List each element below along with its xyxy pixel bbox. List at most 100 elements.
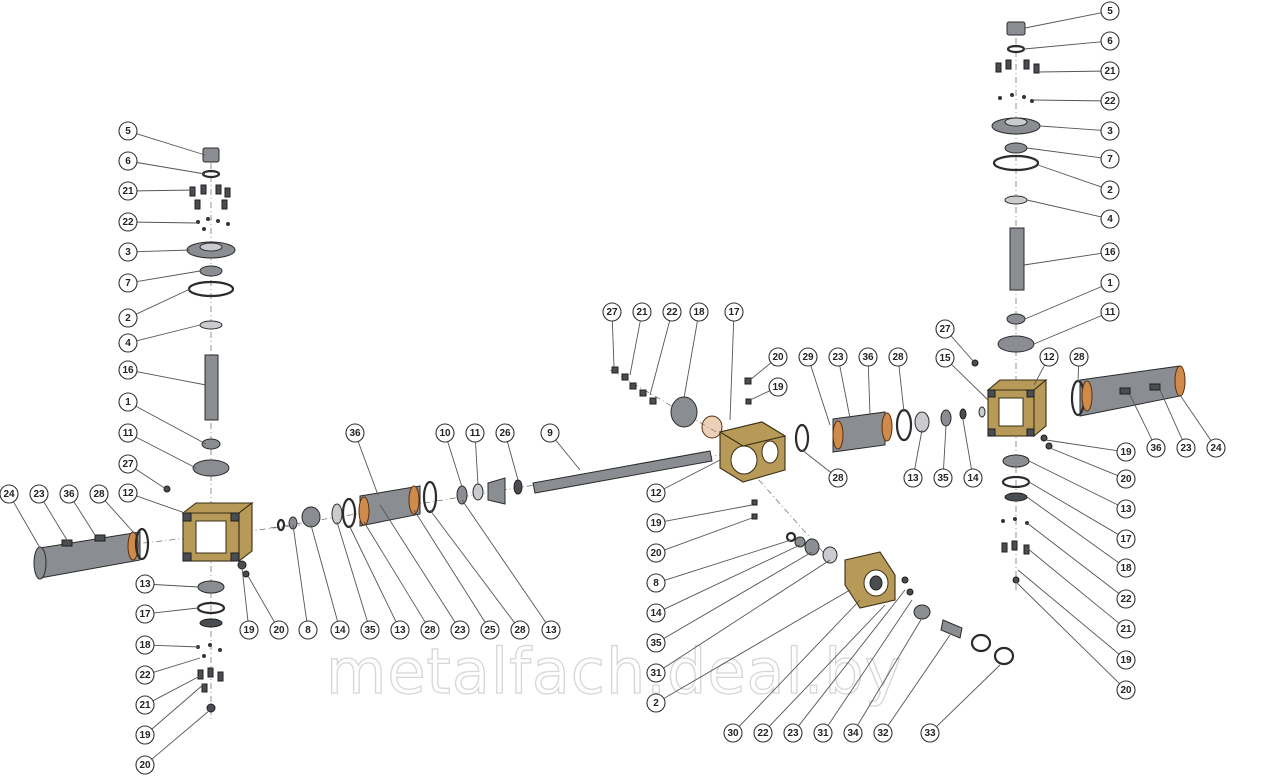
callout-circle <box>360 620 380 640</box>
leader-line <box>943 425 947 470</box>
left-housing <box>181 501 254 563</box>
callout-number: 19 <box>772 382 784 393</box>
callout-13: 13 <box>461 499 561 640</box>
left-gearbox-parts <box>33 147 301 720</box>
callout-number: 13 <box>907 473 919 484</box>
callout-number: 4 <box>1107 214 1113 225</box>
callout-number: 36 <box>349 428 361 439</box>
callout-circle <box>118 423 138 443</box>
callout-30: 30 <box>723 599 861 743</box>
callout-number: 2 <box>1107 185 1113 196</box>
callout-26: 26 <box>495 423 519 481</box>
callout-number: 33 <box>924 728 936 739</box>
callout-circle <box>420 620 440 640</box>
leader-line <box>135 468 167 490</box>
callout-21: 21 <box>135 675 201 715</box>
callout-number: 2 <box>125 313 131 324</box>
callout-28: 28 <box>363 521 440 640</box>
callout-number: 35 <box>364 625 376 636</box>
leader-line <box>1077 365 1080 383</box>
leader-line <box>152 675 201 702</box>
callout-2: 2 <box>118 288 191 328</box>
leader-line <box>1037 70 1102 73</box>
leader-line <box>1037 164 1102 188</box>
callout-circle <box>1100 242 1120 262</box>
callout-circle <box>843 723 863 743</box>
callout-2: 2 <box>646 589 851 713</box>
leader-line <box>950 335 975 363</box>
callout-circle <box>541 620 561 640</box>
leader-line <box>738 599 861 727</box>
leader-line <box>867 365 871 416</box>
callout-16: 16 <box>118 360 207 386</box>
callout-number: 6 <box>125 156 131 167</box>
callout-10: 10 <box>435 423 463 488</box>
callout-number: 23 <box>1180 443 1192 454</box>
leader-line <box>729 320 735 421</box>
callout-circle <box>920 723 940 743</box>
leader-line <box>241 567 249 622</box>
callout-18: 18 <box>683 302 709 399</box>
callout-number: 12 <box>1043 352 1055 363</box>
leader-line <box>749 362 772 381</box>
leader-line <box>664 539 792 581</box>
callout-number: 27 <box>606 307 618 318</box>
callout-19: 19 <box>749 377 788 401</box>
callout-number: 13 <box>394 625 406 636</box>
leader-line <box>663 589 851 699</box>
callout-number: 1 <box>125 397 131 408</box>
callout-7: 7 <box>118 270 201 293</box>
leader-line <box>1026 496 1119 564</box>
callout-number: 36 <box>1150 443 1162 454</box>
callout-number: 22 <box>1104 96 1116 107</box>
callout-circle <box>1039 347 1059 367</box>
leader-line <box>135 405 207 445</box>
leader-line <box>506 441 519 481</box>
leader-line <box>104 500 136 535</box>
callout-number: 14 <box>650 608 662 619</box>
callout-circle <box>1100 273 1120 293</box>
leader-line <box>136 162 206 175</box>
callout-circle <box>768 347 788 367</box>
leader-line <box>1028 481 1119 535</box>
callout-22: 22 <box>649 302 682 396</box>
callout-17: 17 <box>135 604 199 624</box>
leader-line <box>429 509 515 624</box>
callout-11: 11 <box>1033 302 1120 345</box>
callout-circle <box>828 468 848 488</box>
callout-circle <box>1116 469 1136 489</box>
callout-circle <box>118 242 138 262</box>
callout-circle <box>1176 438 1196 458</box>
leader-line <box>914 429 923 470</box>
callout-20: 20 <box>646 517 753 563</box>
leader-line <box>136 133 206 156</box>
callout-number: 28 <box>1073 352 1085 363</box>
leader-line <box>798 589 906 727</box>
leader-line <box>839 365 851 419</box>
leader-line <box>135 288 191 315</box>
callout-13: 13 <box>1028 460 1136 519</box>
callout-number: 31 <box>650 668 662 679</box>
callout-number: 24 <box>3 489 15 500</box>
leader-line <box>683 320 698 399</box>
callout-14: 14 <box>310 524 350 640</box>
leader-line <box>136 270 201 282</box>
leader-line <box>663 459 721 490</box>
callout-11: 11 <box>118 423 197 469</box>
callout-27: 27 <box>602 302 622 368</box>
callout-circle <box>1100 31 1120 51</box>
callout-circle <box>798 347 818 367</box>
callout-number: 3 <box>1107 126 1113 137</box>
leader-line <box>801 449 832 473</box>
callout-circle <box>435 423 455 443</box>
callout-circle <box>118 273 138 293</box>
callout-20: 20 <box>247 575 289 640</box>
right-side-tube <box>1070 365 1186 417</box>
leader-line <box>151 709 211 760</box>
callout-number: 18 <box>1120 563 1132 574</box>
callout-circle <box>1069 347 1089 367</box>
callout-circle <box>646 633 666 653</box>
callout-12: 12 <box>646 459 721 503</box>
callout-28: 28 <box>429 509 530 640</box>
